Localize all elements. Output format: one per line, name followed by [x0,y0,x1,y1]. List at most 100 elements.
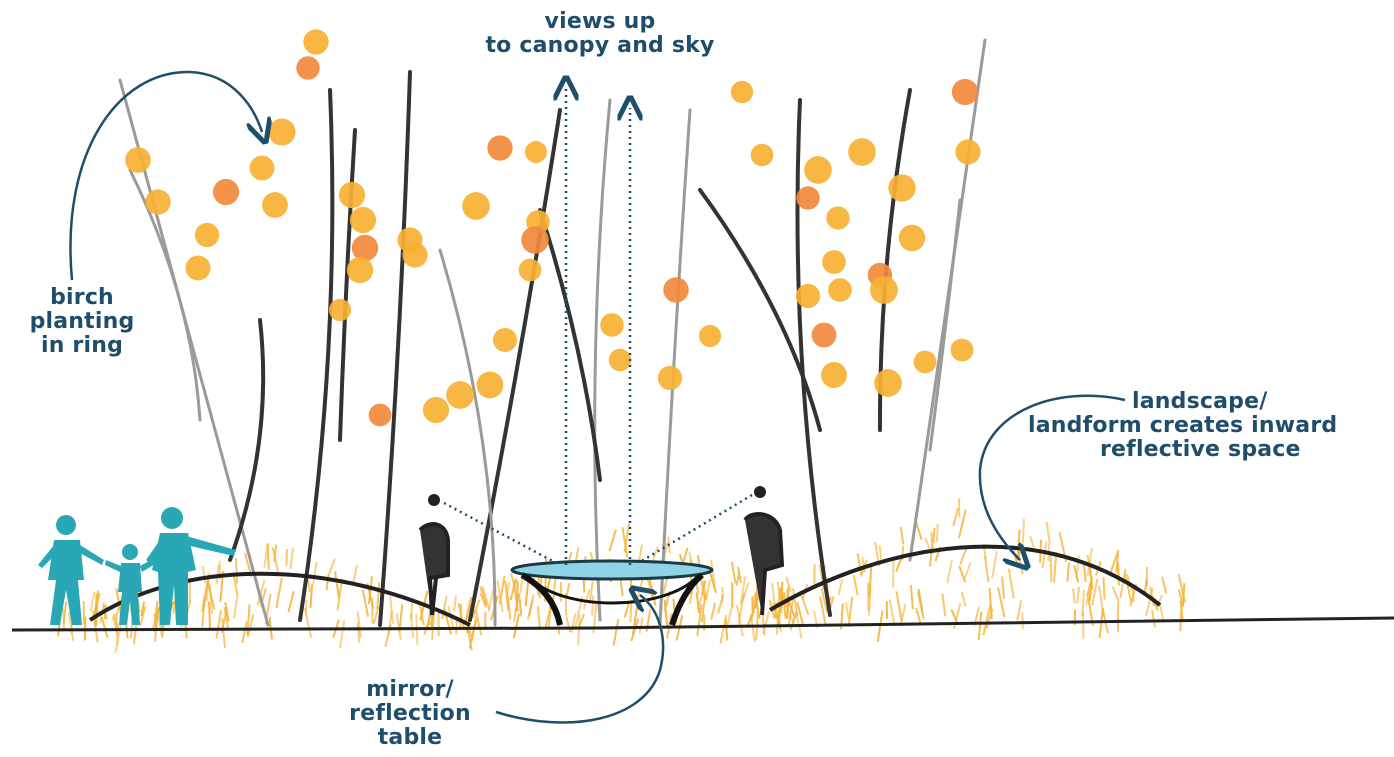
grass-blade [340,620,344,648]
grass-blade [985,556,989,582]
leaf-dot [462,192,490,220]
grass-blade [839,580,843,595]
leaf-dot [796,186,819,209]
seated-person-left [420,494,448,615]
grass-blade [718,595,723,614]
leaf-dot [329,299,351,321]
leaf-dot [848,138,876,166]
grass-blade [942,593,945,616]
birch-trunk [300,90,332,620]
grass-blade [878,611,883,642]
grass-blade [335,571,339,598]
leaf-dot [951,339,974,362]
leaf-dot [525,141,547,163]
birch-leaves [125,29,980,426]
grass-blade [1160,603,1164,622]
leaf-dot [250,156,275,181]
views-line-1: views up [460,10,740,34]
grass-blade [236,558,237,584]
grass-blade [538,606,540,629]
grass-blade [625,602,629,617]
birch-trunks [120,40,985,625]
grass-blade [854,575,858,595]
grass-blade [454,596,456,611]
leaf-dot [874,369,902,397]
grass-blade [933,528,934,543]
grass-blade [931,532,932,549]
leaf-dot [600,313,624,337]
views-annotation: views up to canopy and sky [460,10,740,58]
landform-mound-left [90,574,470,625]
grass-blade [571,614,575,633]
grass-blade [1002,576,1004,598]
grass-blade [1118,563,1119,586]
grass-blade [849,597,853,627]
grass-blade [288,591,293,612]
leaf-dot [423,397,449,423]
leaf-dot [477,372,504,399]
leaf-dot [870,276,898,304]
leaf-dot [487,135,512,160]
leaf-dot [796,284,820,308]
leaf-dot [352,235,378,261]
grass-blade [363,590,368,617]
landscape-line-1: landscape/ [1020,390,1394,414]
birch-trunk [230,320,263,560]
leaf-dot [828,278,852,302]
grass-blade [277,578,282,608]
grass-blade [476,611,481,636]
birch-trunk [340,130,355,440]
grass-blade [711,603,715,620]
leaf-dot [519,259,542,282]
leaf-dot [493,328,517,352]
birch-trunk [700,190,820,430]
leaf-dot [658,366,682,390]
grass-blade [614,619,619,646]
grass-blade [377,582,379,609]
grass-blade [1050,553,1051,582]
grass-blade [353,565,357,581]
leaf-dot [609,349,632,372]
leaf-dot [804,156,832,184]
leaf-dot [262,192,288,218]
grass-blade [959,566,965,582]
grass-blade [802,596,809,615]
leaf-dot [821,362,847,388]
grass-blade [290,548,292,568]
birch-line-2: planting [12,310,152,334]
grass-blade [313,562,316,585]
grass-blade [578,615,580,646]
grass-blade [962,592,966,607]
leaf-dot [521,226,549,254]
grass-blade [732,562,736,583]
grass-blade [216,610,221,638]
grass-blade [310,584,312,608]
views-line-2: to canopy and sky [460,34,740,58]
birch-trunk [595,100,610,620]
leaf-dot [369,404,392,427]
grass-blade [1104,577,1105,600]
leaf-dot [952,79,978,105]
grass-blade [268,543,269,570]
leaf-dot [899,225,925,251]
grass-blade [202,597,204,627]
leaf-dot [268,118,295,145]
grass-blade [979,612,981,640]
leaf-dot [731,81,753,103]
grass-blade [209,602,210,630]
leaf-dot [145,189,170,214]
leaf-dot [888,174,915,201]
family-silhouette-icon [38,507,236,625]
leaf-dot [751,144,774,167]
landscape-line-3: reflective space [1020,438,1394,462]
birch-trunk [470,110,560,620]
grass-blade [965,563,971,579]
landscape-annotation: landscape/ landform creates inward refle… [1020,390,1394,462]
grass-blade [528,594,534,620]
grass-blade [566,616,570,632]
grass-blade [880,546,881,560]
leaf-dot [955,139,980,164]
leaf-dot [347,257,373,283]
grass-blade [1067,562,1069,581]
birch-trunk [540,210,600,480]
